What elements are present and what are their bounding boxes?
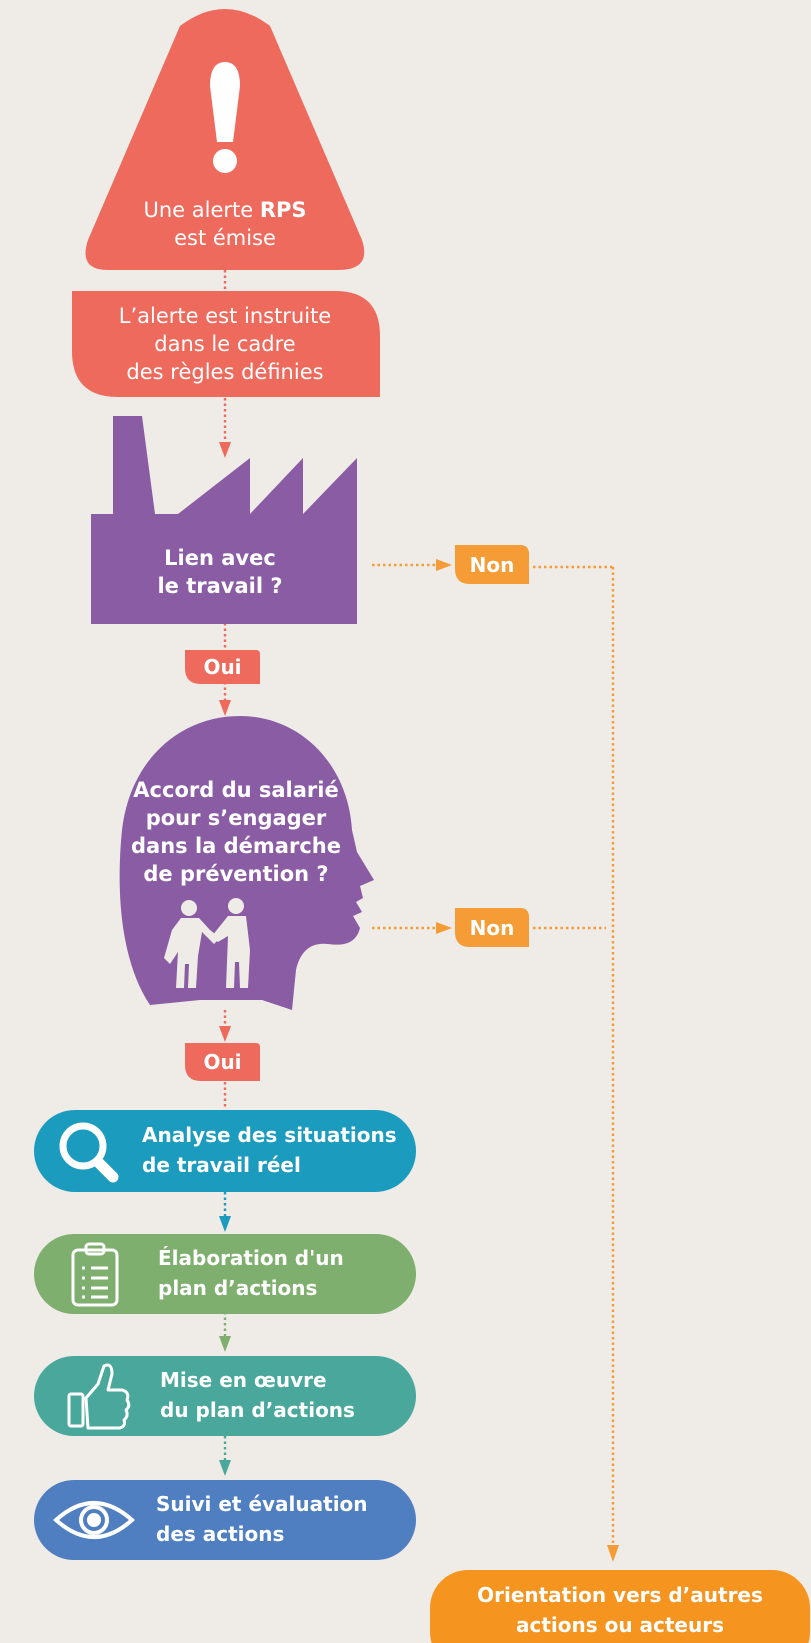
step-plan-line1: Élaboration d'un xyxy=(158,1246,344,1270)
exclamation-icon xyxy=(210,62,240,173)
step-analysis-line1: Analyse des situations xyxy=(142,1123,397,1147)
non-badge xyxy=(455,545,529,584)
step-analysis-pill xyxy=(34,1110,416,1192)
instruction-text: L’alerte est instruite dans le cadre des… xyxy=(100,302,350,386)
alert-rps: RPS xyxy=(259,198,307,222)
thumbs-up-icon xyxy=(67,1363,131,1430)
clipboard-icon xyxy=(71,1242,119,1307)
arrowhead xyxy=(219,1026,231,1042)
instruction-box xyxy=(72,291,380,397)
consent-line2: pour s’engager xyxy=(145,806,327,830)
alert-prefix: Une alerte xyxy=(143,198,260,222)
consent-line4: de prévention ? xyxy=(143,862,329,886)
arrowhead xyxy=(219,1336,231,1352)
step-followup-pill xyxy=(34,1480,416,1560)
factory-icon xyxy=(91,416,357,624)
arrowhead xyxy=(436,922,452,934)
step-analysis-line2: de travail réel xyxy=(142,1153,301,1177)
eye-icon xyxy=(52,1501,136,1539)
consent-line1: Accord du salarié xyxy=(133,778,339,802)
orientation-line1: Orientation vers d’autres xyxy=(477,1583,763,1607)
arrowhead xyxy=(219,700,231,716)
consent-question: Accord du salarié pour s’engager dans la… xyxy=(126,776,346,888)
step-implementation-text: Mise en œuvre du plan d’actions xyxy=(160,1365,410,1425)
oui-label: Oui xyxy=(203,655,242,679)
step-followup-text: Suivi et évaluation des actions xyxy=(156,1489,411,1549)
oui-label: Oui xyxy=(203,1050,242,1074)
step-analysis-text: Analyse des situations de travail réel xyxy=(142,1120,412,1180)
instruction-line1: L’alerte est instruite xyxy=(118,304,332,328)
step-plan-line2: plan d’actions xyxy=(158,1276,318,1300)
instruction-line3: des règles définies xyxy=(126,360,324,384)
arrowhead xyxy=(219,442,231,458)
oui-badge xyxy=(185,650,260,684)
step-followup-line2: des actions xyxy=(156,1522,285,1546)
magnifier-icon xyxy=(59,1122,119,1183)
non-label: Non xyxy=(469,916,515,940)
connector-arrowheads xyxy=(219,442,619,1562)
alert-text: Une alerte RPS est émise xyxy=(120,196,330,252)
arrowhead xyxy=(436,559,452,571)
oui-badge xyxy=(185,1043,260,1081)
non-label: Non xyxy=(469,553,515,577)
step-implementation-pill xyxy=(34,1356,416,1436)
orientation-text: Orientation vers d’autres actions ou act… xyxy=(450,1580,790,1640)
step-implementation-line2: du plan d’actions xyxy=(160,1398,355,1422)
alert-line2: est émise xyxy=(174,226,276,250)
handshake-people-icon xyxy=(164,898,250,988)
arrowhead xyxy=(219,1460,231,1476)
step-implementation-line1: Mise en œuvre xyxy=(160,1368,327,1392)
arrowhead xyxy=(219,1216,231,1232)
step-plan-pill xyxy=(34,1234,416,1314)
arrowhead xyxy=(607,1545,619,1562)
orientation-line2: actions ou acteurs xyxy=(515,1613,725,1637)
step-followup-line1: Suivi et évaluation xyxy=(156,1492,368,1516)
instruction-line2: dans le cadre xyxy=(154,332,296,356)
step-plan-text: Élaboration d'un plan d’actions xyxy=(158,1243,408,1303)
work-link-line2: le travail ? xyxy=(157,574,283,598)
alert-line1: Une alerte RPS xyxy=(120,196,330,224)
non-badge xyxy=(455,908,529,947)
work-link-question: Lien avec le travail ? xyxy=(120,544,320,600)
orientation-pill xyxy=(430,1570,810,1643)
work-link-line1: Lien avec xyxy=(164,546,276,570)
consent-line3: dans la démarche xyxy=(131,834,341,858)
